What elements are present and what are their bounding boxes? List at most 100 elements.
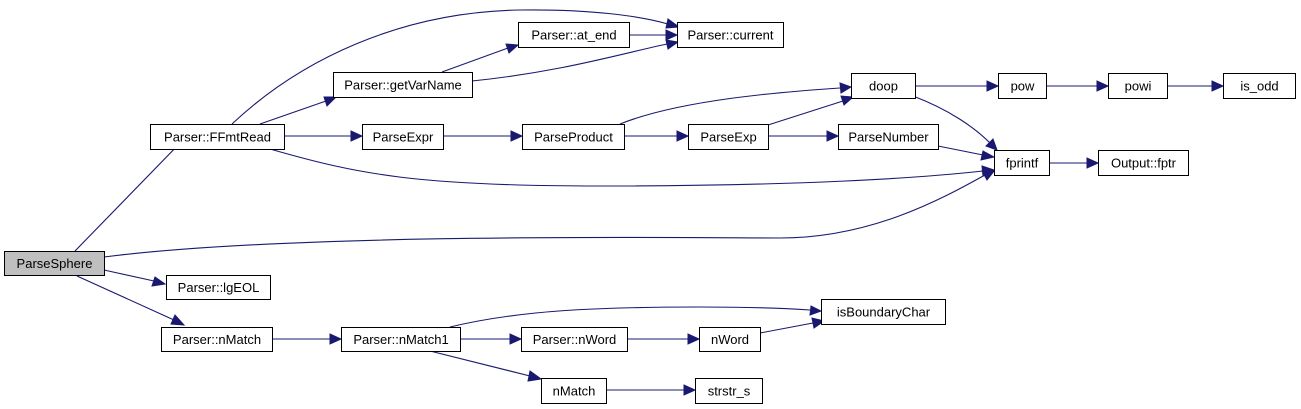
edge-getvarname-current <box>471 43 668 82</box>
node-box <box>838 124 939 150</box>
node-at-end[interactable]: Parser::at_end <box>518 22 630 48</box>
node-get-var-name[interactable]: Parser::getVarName <box>333 72 473 98</box>
node-label: strstr_s <box>708 384 751 399</box>
edge-parsenumber-fprintf-arrowhead <box>980 150 996 161</box>
edge-getvarname-atend-arrowhead <box>505 43 520 54</box>
edge-ffmtread-fprintf-arrowhead <box>981 165 996 177</box>
node-nword[interactable]: nWord <box>699 327 761 352</box>
edge-ffmtread-current-arrowhead <box>665 18 681 29</box>
node-label: is_odd <box>1240 79 1278 94</box>
edge-parseproduct-parseexp-arrowhead <box>676 130 690 142</box>
node-label: isBoundaryChar <box>837 305 931 320</box>
edge-powi-isodd-arrowhead <box>1211 80 1225 92</box>
edge-parsenumber-fprintf <box>937 145 984 156</box>
node-box <box>150 124 285 150</box>
node-box <box>541 378 607 404</box>
edge-fprintf-outputfptr-arrowhead <box>1086 157 1100 169</box>
node-label: pow <box>1011 79 1035 94</box>
edge-nmatch1-parsernword-arrowhead <box>509 333 523 345</box>
edge-atend-current-arrowhead <box>665 29 679 41</box>
edge-parsesphere-igeol <box>103 269 155 282</box>
edge-parsesphere-ffmtread <box>74 139 184 252</box>
node-parse-number[interactable]: ParseNumber <box>838 124 939 150</box>
node-label: nMatch <box>553 384 596 399</box>
node-label: Parser::lgEOL <box>178 280 260 295</box>
node-n-match[interactable]: Parser::nMatch <box>161 327 273 352</box>
node-label: Parser::nWord <box>533 332 617 347</box>
node-box <box>333 72 473 98</box>
node-box <box>994 150 1050 176</box>
edge-doop-fprintf <box>912 95 991 144</box>
edge-ffmtread-getvarname-arrowhead <box>323 96 338 107</box>
edge-parsesphere-fprintf <box>103 174 986 258</box>
edge-ffmtread-parseexpr-arrowhead <box>350 130 364 142</box>
node-parse-product[interactable]: ParseProduct <box>522 124 625 150</box>
edge-parsesphere-nmatch <box>76 275 175 321</box>
node-label: Parser::getVarName <box>344 78 462 93</box>
node-box <box>1108 73 1168 99</box>
node-current[interactable]: Parser::current <box>677 22 784 48</box>
node-box <box>521 327 628 352</box>
node-label: powi <box>1125 79 1152 94</box>
edge-parseexp-doop <box>767 100 844 126</box>
edge-ffmtread-current <box>231 9 669 125</box>
edge-nmatch1-nmatchfree-arrowhead <box>527 370 543 382</box>
edge-ffmtread-fprintf <box>269 148 984 187</box>
node-is-boundary-char[interactable]: isBoundaryChar <box>821 299 946 325</box>
node-label: ParseProduct <box>534 130 613 145</box>
node-fprintf[interactable]: fprintf <box>994 150 1050 176</box>
node-label: Parser::FFmtRead <box>164 130 271 145</box>
edge-nmatch1-isboundarychar-arrowhead <box>809 305 823 316</box>
node-box <box>998 73 1047 99</box>
edge-nword-isboundarychar <box>759 322 814 334</box>
node-label: ParseSphere <box>17 256 93 271</box>
node-box <box>4 251 105 276</box>
node-box <box>518 22 630 48</box>
node-box <box>161 327 273 352</box>
node-parse-sphere[interactable]: ParseSphere <box>4 251 105 276</box>
call-nodes: ParseSphere Parser::FFmtReadParser::lgEOL… <box>4 22 1296 404</box>
node-box <box>341 327 461 352</box>
node-label: Parser::current <box>688 28 774 43</box>
node-strstr-s[interactable]: strstr_s <box>695 378 763 404</box>
edge-parseproduct-doop-arrowhead <box>839 82 853 94</box>
edge-nmatch1-isboundarychar <box>449 306 811 328</box>
node-label: nWord <box>711 332 749 347</box>
node-label: Parser::nMatch <box>173 332 261 347</box>
edge-nmatch1-nmatchfree <box>429 350 531 377</box>
node-output-fptr[interactable]: Output::fptr <box>1098 150 1189 176</box>
node-doop[interactable]: doop <box>851 73 916 99</box>
edge-getvarname-current-arrowhead <box>665 39 680 50</box>
node-label: Parser::at_end <box>531 28 616 43</box>
node-box <box>688 124 769 150</box>
node-box <box>362 124 444 150</box>
node-parse-expr[interactable]: ParseExpr <box>362 124 444 150</box>
edge-parseexp-doop-arrowhead <box>840 95 855 106</box>
call-edges <box>74 9 1225 396</box>
node-box <box>1223 73 1296 99</box>
node-box <box>695 378 763 404</box>
edge-pow-powi-arrowhead <box>1096 80 1110 92</box>
edge-doop-fprintf-arrowhead <box>985 138 998 151</box>
node-is-odd[interactable]: is_odd <box>1223 73 1296 99</box>
node-powi[interactable]: powi <box>1108 73 1168 99</box>
node-box <box>677 22 784 48</box>
node-label: doop <box>869 79 898 94</box>
node-ffmt-read[interactable]: Parser::FFmtRead <box>150 124 285 150</box>
edge-parsesphere-nmatch-arrowhead <box>170 314 186 326</box>
node-pow[interactable]: pow <box>998 73 1047 99</box>
node-parse-exp[interactable]: ParseExp <box>688 124 769 150</box>
node-n-match-free[interactable]: nMatch <box>541 378 607 404</box>
edge-parseexpr-parseproduct-arrowhead <box>510 130 524 142</box>
node-box <box>522 124 625 150</box>
node-label: ParseExpr <box>373 130 434 145</box>
edge-getvarname-atend <box>441 47 509 73</box>
edge-parsesphere-igeol-arrowhead <box>151 276 167 287</box>
node-n-match1[interactable]: Parser::nMatch1 <box>341 327 461 352</box>
edge-parseproduct-doop <box>619 87 841 125</box>
node-ig-eol[interactable]: Parser::lgEOL <box>166 275 271 300</box>
node-parser-nword[interactable]: Parser::nWord <box>521 327 628 352</box>
node-box <box>699 327 761 352</box>
edge-parseexp-parsenumber-arrowhead <box>826 130 840 142</box>
